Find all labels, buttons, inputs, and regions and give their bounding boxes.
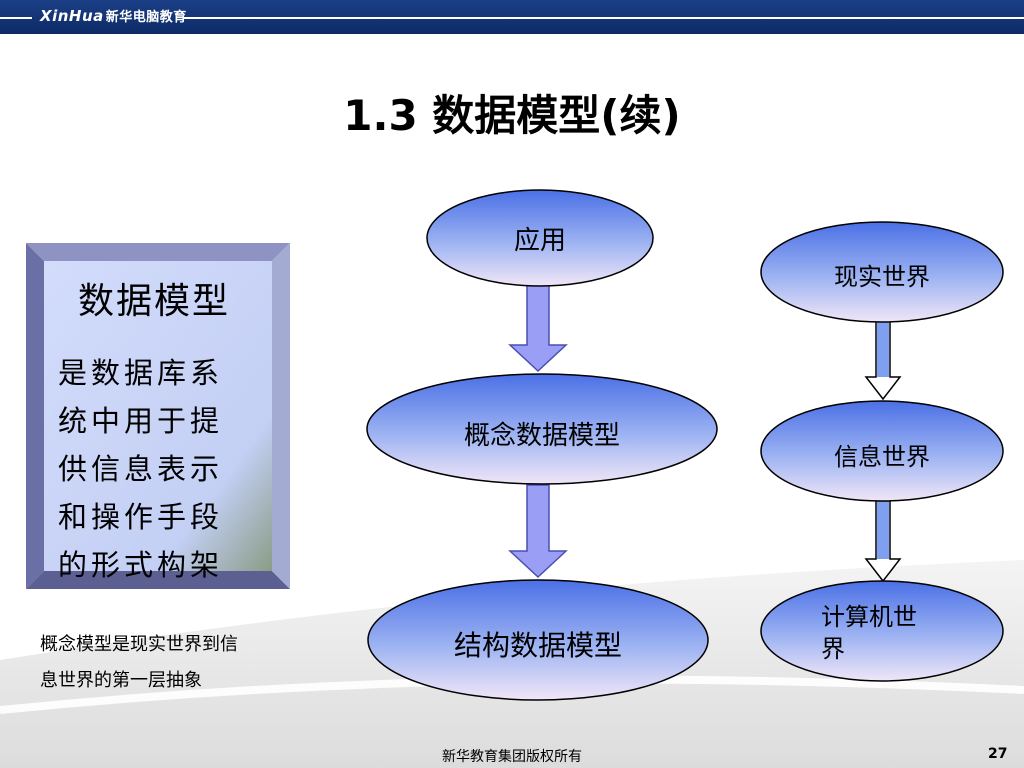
- card-body: 是数据库系 统中用于提 供信息表示 和操作手段 的形式构架: [58, 349, 258, 589]
- ellipse-computer-world: [760, 580, 1004, 682]
- arrow-shaft-fill: [877, 502, 889, 559]
- ellipse-application: [426, 189, 654, 287]
- page-number: 27: [988, 746, 1008, 762]
- footer-copyright: 新华教育集团版权所有: [442, 749, 582, 765]
- node-label-line: 计算机世: [821, 603, 917, 631]
- down-arrow: [508, 284, 568, 373]
- node-label-application: 应用: [513, 226, 566, 256]
- node-label-computer-world: 计算机世 界: [821, 601, 961, 665]
- note-text: 概念模型是现实世界到信 息世界的第一层抽象: [40, 627, 340, 699]
- brand-latin: XinHua: [40, 7, 104, 25]
- brand-chinese: 新华电脑教育: [105, 10, 187, 25]
- card-line: 统中用于提: [58, 404, 224, 438]
- note-line: 息世界的第一层抽象: [40, 670, 202, 691]
- card-line: 供信息表示: [58, 452, 224, 486]
- header-line-right: [184, 17, 1024, 19]
- card-line: 是数据库系: [58, 356, 224, 390]
- page-title: 1.3 数据模型(续): [343, 91, 681, 140]
- card-title: 数据模型: [78, 281, 231, 322]
- card-line: 的形式构架: [58, 548, 224, 582]
- node-label-structural: 结构数据模型: [453, 629, 622, 662]
- node-label-line: 界: [821, 635, 845, 663]
- ellipse-structural-model: [367, 579, 709, 701]
- node-label-info-world: 信息世界: [834, 443, 930, 471]
- ellipse-conceptual-model: [366, 373, 718, 485]
- header-line-left: [0, 17, 32, 19]
- ellipse-info-world: [760, 400, 1004, 502]
- arrow-shaft-fill: [877, 322, 889, 377]
- card-line: 和操作手段: [58, 500, 224, 534]
- node-label-conceptual: 概念数据模型: [463, 421, 620, 451]
- ellipse-real-world: [760, 221, 1004, 323]
- down-arrow: [508, 484, 568, 579]
- note-line: 概念模型是现实世界到信: [40, 634, 238, 655]
- node-label-real-world: 现实世界: [834, 263, 930, 291]
- definition-card: [26, 243, 290, 589]
